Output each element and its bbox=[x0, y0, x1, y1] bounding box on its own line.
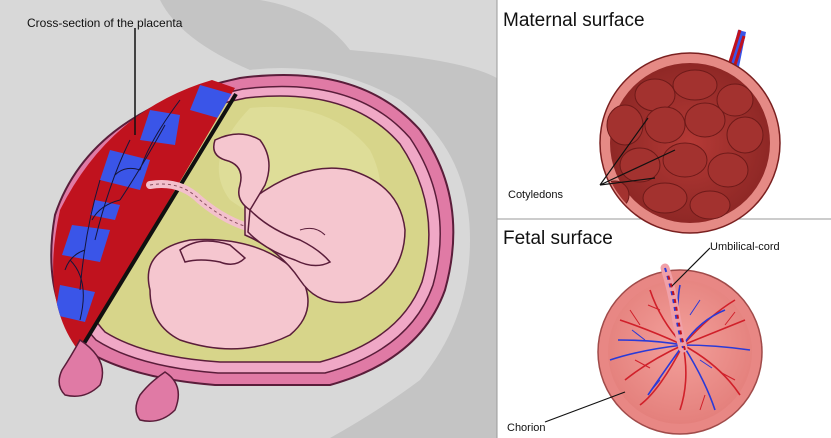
maternal-surface-panel: Maternal surface Cotyledons bbox=[503, 10, 780, 233]
chorion-leader bbox=[545, 392, 625, 422]
cross-section-label: Cross-section of the placenta bbox=[27, 16, 183, 30]
maternal-surface-title: Maternal surface bbox=[503, 10, 645, 31]
chorion-label: Chorion bbox=[507, 422, 546, 434]
cross-section-panel: Cross-section of the placenta bbox=[0, 0, 500, 438]
fetal-surface-title: Fetal surface bbox=[503, 228, 613, 249]
cotyledons-label: Cotyledons bbox=[508, 189, 564, 201]
umbilical-cord-label: Umbilical-cord bbox=[710, 241, 780, 253]
fetal-surface-panel: Fetal surface Umbilical-cord Chorion bbox=[503, 228, 780, 434]
